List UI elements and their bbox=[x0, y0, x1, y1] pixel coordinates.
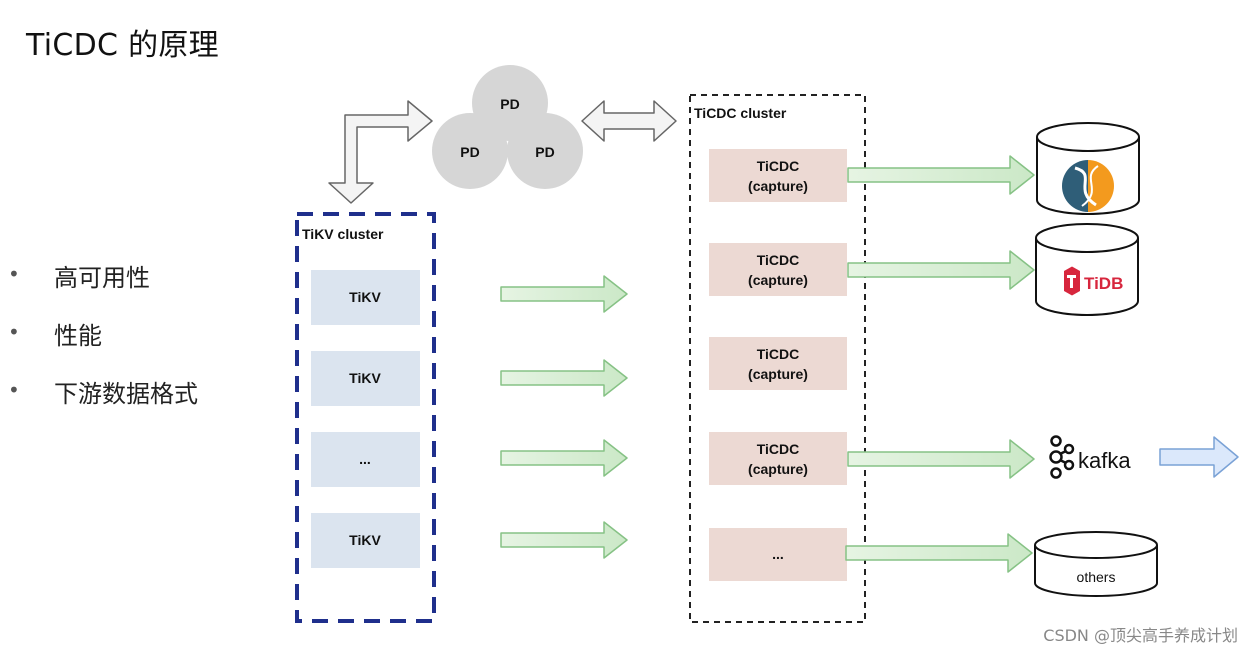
ticdc-capture bbox=[709, 337, 847, 390]
green-arrow bbox=[500, 359, 628, 397]
tikv-cluster-label: TiKV cluster bbox=[302, 226, 384, 242]
ticdc-cluster: TiCDC cluster TiCDC (capture) TiCDC (cap… bbox=[689, 94, 866, 623]
pd-node bbox=[507, 113, 583, 189]
green-arrow bbox=[847, 155, 1035, 195]
bullet-dot: • bbox=[8, 320, 20, 344]
ticdc-capture-name: TiCDC bbox=[757, 441, 800, 457]
tikv-node bbox=[311, 432, 420, 487]
others-cylinder-top bbox=[1034, 531, 1158, 559]
bullet-text: 性能 bbox=[54, 322, 102, 350]
green-arrow bbox=[500, 275, 628, 313]
ticdc-capture bbox=[709, 528, 847, 581]
tidb-cylinder-body bbox=[1035, 238, 1139, 316]
tidb-logo-text: TiDB bbox=[1084, 274, 1123, 293]
tikv-node-label: TiKV bbox=[349, 289, 381, 305]
ticdc-capture-name: TiCDC bbox=[757, 252, 800, 268]
tikv-cluster-border bbox=[295, 212, 436, 623]
others-cylinder-body bbox=[1034, 545, 1158, 597]
kafka-logo-icon bbox=[1049, 435, 1075, 479]
ticdc-cluster-label: TiCDC cluster bbox=[694, 105, 787, 121]
ticdc-capture-role: (capture) bbox=[748, 272, 808, 288]
tidb-logo-icon bbox=[1064, 266, 1080, 296]
pd-label: PD bbox=[535, 144, 554, 160]
others-label: others bbox=[1077, 569, 1116, 585]
ticdc-capture bbox=[709, 243, 847, 296]
tikv-node-label: TiKV bbox=[349, 532, 381, 548]
others-sink: others bbox=[1034, 531, 1158, 597]
bullet-text: 高可用性 bbox=[54, 264, 150, 292]
green-arrow bbox=[500, 521, 628, 559]
pd-cluster: PD PD PD bbox=[432, 65, 583, 189]
green-arrow bbox=[847, 250, 1035, 290]
bullet-item: • 高可用性 bbox=[0, 258, 260, 298]
pd-label: PD bbox=[500, 96, 519, 112]
kafka-output-arrow bbox=[1159, 436, 1239, 478]
bullet-item: • 下游数据格式 bbox=[0, 374, 260, 414]
ticdc-capture-role: (capture) bbox=[748, 178, 808, 194]
ticdc-to-sink-arrows bbox=[845, 155, 1035, 573]
kafka-sink: kafka bbox=[1049, 435, 1131, 479]
green-arrow bbox=[845, 533, 1033, 573]
tikv-node bbox=[311, 513, 420, 568]
pd-node bbox=[432, 113, 508, 189]
tikv-node bbox=[311, 270, 420, 325]
ticdc-capture-name: TiCDC bbox=[757, 158, 800, 174]
tikv-to-ticdc-arrows bbox=[500, 275, 628, 559]
page-title: TiCDC 的原理 bbox=[26, 28, 219, 63]
tikv-node-label: ... bbox=[359, 451, 371, 467]
tikv-cluster: TiKV cluster TiKV TiKV ... TiKV bbox=[295, 212, 436, 623]
ticdc-capture bbox=[709, 149, 847, 202]
tikv-node-label: TiKV bbox=[349, 370, 381, 386]
bullet-dot: • bbox=[8, 378, 20, 402]
ticdc-capture-name: ... bbox=[772, 546, 784, 562]
tidb-sink: TiDB bbox=[1035, 223, 1139, 316]
tidb-cylinder-top bbox=[1035, 223, 1139, 253]
bullet-item: • 性能 bbox=[0, 316, 260, 356]
mysql-cylinder-top bbox=[1036, 122, 1140, 152]
mysql-sink bbox=[1036, 122, 1140, 215]
ticdc-capture-role: (capture) bbox=[748, 366, 808, 382]
ticdc-capture-name: TiCDC bbox=[757, 346, 800, 362]
green-arrow bbox=[847, 439, 1035, 479]
bullet-text: 下游数据格式 bbox=[54, 380, 198, 408]
pd-tikv-arrow bbox=[328, 100, 433, 204]
pd-ticdc-arrow bbox=[581, 100, 677, 142]
green-arrow bbox=[500, 439, 628, 477]
kafka-logo-text: kafka bbox=[1078, 448, 1131, 473]
watermark: CSDN @顶尖高手养成计划 bbox=[1043, 626, 1238, 645]
bullet-dot: • bbox=[8, 262, 20, 286]
ticdc-capture bbox=[709, 432, 847, 485]
tikv-node bbox=[311, 351, 420, 406]
pd-label: PD bbox=[460, 144, 479, 160]
mysql-logo-icon bbox=[1062, 160, 1114, 212]
ticdc-capture-role: (capture) bbox=[748, 461, 808, 477]
